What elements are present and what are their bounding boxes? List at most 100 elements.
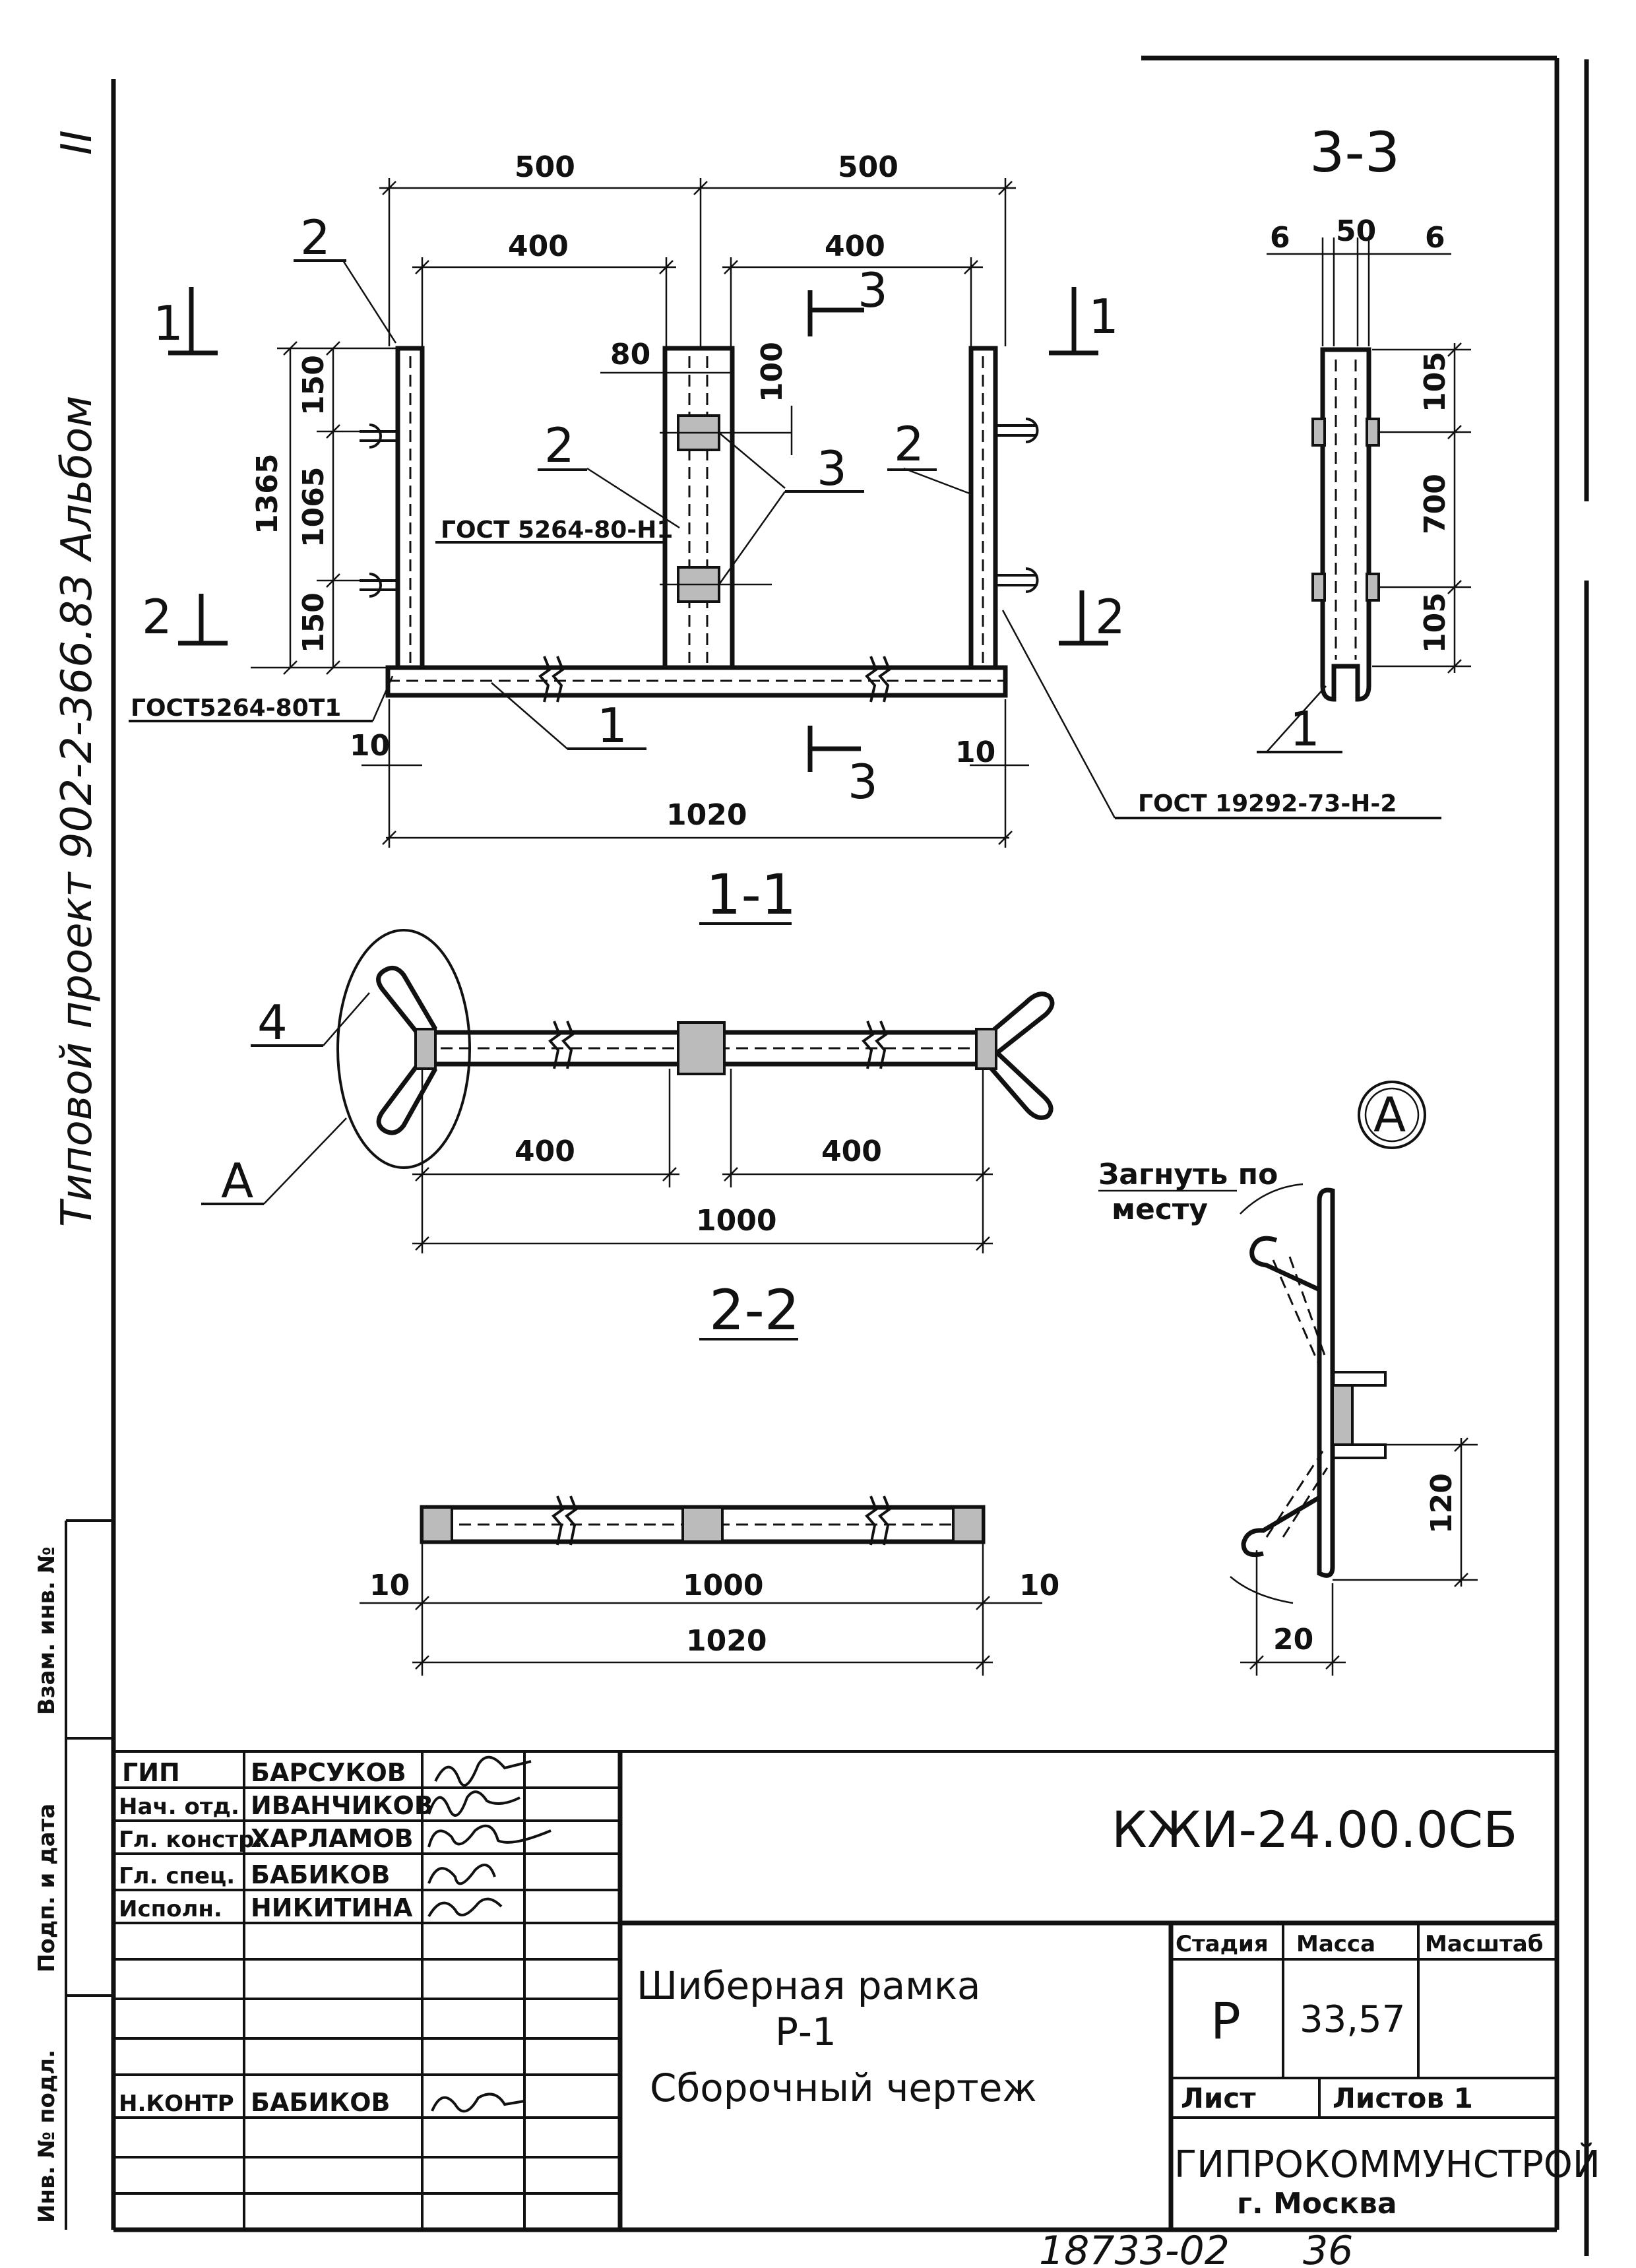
view-1-1-title: 1-1 bbox=[706, 862, 796, 927]
dim-80: 80 bbox=[610, 338, 650, 371]
tb-name-2: ХАРЛАМОВ bbox=[251, 1824, 414, 1853]
tb-name-3: БАБИКОВ bbox=[251, 1860, 390, 1889]
view-3-3: 3-3 6 50 6 105 700 105 1 bbox=[1257, 120, 1471, 757]
signature-4 bbox=[427, 1897, 503, 1918]
dim-1020-top: 1020 bbox=[666, 798, 747, 832]
dim-6-left: 6 bbox=[1270, 221, 1290, 255]
signature-0 bbox=[434, 1755, 532, 1787]
signature-nkontr bbox=[431, 2093, 525, 2113]
dim-400-right: 400 bbox=[825, 230, 885, 263]
cut-marker-1-left: 1 bbox=[153, 287, 218, 356]
tb-role-nkontr: Н.КОНТР bbox=[119, 2091, 234, 2117]
strip-perm-label: Взам. инв. № bbox=[34, 1546, 60, 1715]
side-project-stamp: Типовой проект 902-2-366.83 Альбом II bbox=[53, 130, 102, 1227]
pos-1-side: 1 bbox=[1290, 701, 1320, 757]
title-block: ГИП БАРСУКОВ Нач. отд. ИВАНЧИКОВ Гл. кон… bbox=[113, 1751, 1600, 2230]
cut-marker-1-right: 1 bbox=[1049, 287, 1119, 356]
pos-2-left: 2 bbox=[300, 210, 330, 265]
pos-3: 3 bbox=[817, 441, 847, 496]
dim-400-left: 400 bbox=[508, 230, 569, 263]
tb-name-1: ИВАНЧИКОВ bbox=[251, 1791, 433, 1820]
detail-a-marker: А bbox=[1373, 1087, 1406, 1143]
page-number: 36 bbox=[1303, 2228, 1353, 2268]
org-name: ГИПРОКОММУНСТРОЙ bbox=[1174, 2143, 1600, 2186]
sheet-frame bbox=[111, 55, 1589, 2256]
view-2-2-title: 2-2 bbox=[709, 1278, 800, 1342]
side-album-number: II bbox=[53, 130, 102, 155]
sheets-label: Листов 1 bbox=[1333, 2082, 1473, 2114]
view-3-3-title: 3-3 bbox=[1309, 120, 1400, 185]
dim-500-right: 500 bbox=[838, 150, 898, 184]
tb-name-0: БАРСУКОВ bbox=[251, 1758, 406, 1787]
dim-1020-bottom: 1020 bbox=[686, 1624, 767, 1658]
svg-text:3: 3 bbox=[848, 754, 878, 809]
cut-marker-2-right: 2 bbox=[1059, 589, 1125, 646]
pos-1: 1 bbox=[597, 698, 627, 753]
detail-a: А Загнуть по месту 120 20 bbox=[1098, 1081, 1478, 1676]
pos-2-center: 2 bbox=[544, 418, 575, 473]
svg-text:2: 2 bbox=[142, 589, 172, 645]
dim-105-top: 105 bbox=[1418, 352, 1452, 412]
stage-value: Р bbox=[1211, 1992, 1241, 2050]
dim-700: 700 bbox=[1418, 474, 1452, 534]
tb-role-1: Нач. отд. bbox=[119, 1794, 239, 1820]
scale-label: Масштаб bbox=[1425, 1931, 1543, 1957]
archive-number: 18733-02 bbox=[1039, 2228, 1230, 2268]
tb-name-nkontr: БАБИКОВ bbox=[251, 2088, 390, 2117]
dim-1065: 1065 bbox=[297, 467, 330, 548]
tb-name-4: НИКИТИНА bbox=[251, 1893, 413, 1922]
doc-title-line2: Р-1 bbox=[775, 2009, 836, 2054]
tb-role-2: Гл. констр. bbox=[119, 1827, 263, 1853]
document-code: КЖИ-24.00.0СБ bbox=[1112, 1800, 1517, 1859]
detail-a-note-1: Загнуть по bbox=[1098, 1158, 1278, 1191]
dim-120: 120 bbox=[1425, 1473, 1459, 1534]
gost-weld-1: ГОСТ 5264-80-Н1 bbox=[441, 517, 673, 544]
view-1-1: 500 500 400 400 80 100 150 1065 150 1365… bbox=[129, 150, 1441, 927]
dim-100: 100 bbox=[755, 342, 789, 402]
pos-4: 4 bbox=[257, 995, 288, 1050]
tb-role-3: Гл. спец. bbox=[119, 1863, 235, 1889]
dim-400-right-plan: 400 bbox=[821, 1135, 882, 1168]
dim-20: 20 bbox=[1273, 1623, 1313, 1656]
cut-marker-2-left: 2 bbox=[142, 589, 228, 646]
tb-role-4: Исполн. bbox=[119, 1896, 222, 1922]
dim-10-right-bottom: 10 bbox=[1019, 1569, 1059, 1602]
tb-role-0: ГИП bbox=[122, 1758, 180, 1787]
signature-1 bbox=[427, 1790, 520, 1817]
dim-10-left-bottom: 10 bbox=[369, 1569, 410, 1602]
pos-2-right: 2 bbox=[894, 416, 924, 472]
dim-50: 50 bbox=[1336, 214, 1376, 248]
doc-title-line1: Шиберная рамка bbox=[637, 1963, 980, 2008]
dim-1365: 1365 bbox=[251, 454, 284, 534]
signature-2 bbox=[427, 1824, 551, 1848]
gost-weld-3: ГОСТ 19292-73-Н-2 bbox=[1138, 790, 1397, 817]
svg-text:1: 1 bbox=[153, 296, 183, 351]
dim-150-bottom: 150 bbox=[297, 592, 330, 653]
cut-marker-3-top: 3 bbox=[807, 263, 888, 336]
doc-title-line3: Сборочный чертеж bbox=[650, 2065, 1037, 2110]
strip-inv-label: Инв. № подл. bbox=[34, 2050, 60, 2223]
detail-a-note-2: месту bbox=[1112, 1193, 1208, 1226]
dim-105-bottom: 105 bbox=[1418, 592, 1452, 653]
dim-6-right: 6 bbox=[1425, 221, 1445, 255]
stage-label: Стадия bbox=[1176, 1931, 1269, 1957]
svg-text:2: 2 bbox=[1095, 589, 1125, 645]
mass-value: 33,57 bbox=[1300, 1998, 1405, 2041]
footer: 18733-02 36 bbox=[1039, 2228, 1353, 2268]
left-strip-table: Взам. инв. № Подп. и дата Инв. № подл. bbox=[34, 1519, 113, 2230]
dim-1000-bottom: 1000 bbox=[683, 1569, 763, 1602]
dim-10-left: 10 bbox=[350, 729, 390, 763]
cut-marker-3-bottom: 3 bbox=[807, 726, 878, 809]
svg-text:3: 3 bbox=[858, 263, 888, 318]
view-bottom-plan: 10 1000 10 1020 bbox=[360, 1496, 1059, 1676]
dim-500-left: 500 bbox=[515, 150, 575, 184]
view-2-2: 400 400 1000 4 А 2-2 bbox=[201, 929, 1055, 1342]
dim-150-top: 150 bbox=[297, 355, 330, 416]
signature-3 bbox=[427, 1864, 496, 1885]
callout-a: А bbox=[221, 1153, 253, 1209]
gost-weld-2: ГОСТ5264-80Т1 bbox=[131, 695, 341, 722]
org-city: г. Москва bbox=[1237, 2187, 1397, 2221]
dim-400-left-plan: 400 bbox=[515, 1135, 575, 1168]
dim-1000-plan: 1000 bbox=[696, 1204, 776, 1238]
strip-sign-label: Подп. и дата bbox=[34, 1804, 60, 1972]
